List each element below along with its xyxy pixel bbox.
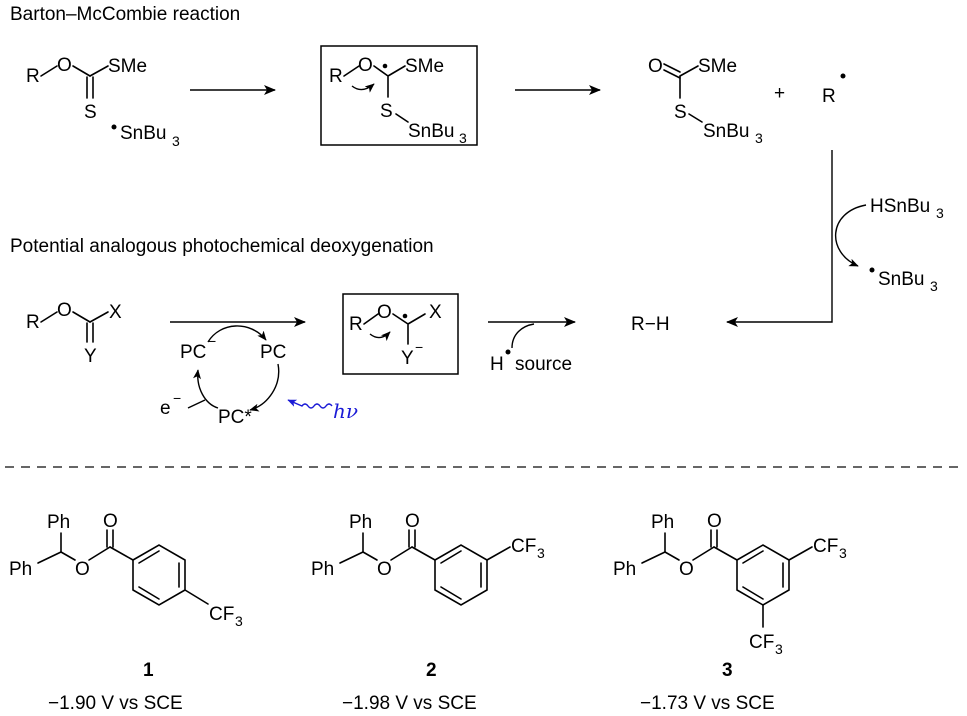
svg-text:S: S	[84, 102, 97, 123]
svg-text:SMe: SMe	[698, 56, 737, 77]
svg-text:SnBu: SnBu	[878, 269, 924, 290]
compound-3-potential: −1.73 V vs SCE	[640, 693, 775, 714]
svg-text:S: S	[380, 101, 393, 122]
svg-text:SMe: SMe	[405, 56, 444, 77]
svg-text:R: R	[822, 86, 836, 107]
light-label: hν	[333, 399, 358, 423]
svg-text:O: O	[707, 511, 722, 532]
svg-text:X: X	[109, 302, 122, 323]
svg-text:3: 3	[172, 133, 180, 149]
h-source-label: H source	[490, 349, 572, 375]
tin-radical-2: SnBu 3	[869, 267, 938, 294]
svg-text:O: O	[679, 559, 694, 580]
svg-text:CF: CF	[749, 632, 774, 653]
svg-text:3: 3	[930, 278, 938, 294]
svg-text:SnBu: SnBu	[120, 123, 166, 144]
svg-text:H: H	[490, 354, 504, 375]
svg-text:X: X	[429, 302, 442, 323]
svg-text:3: 3	[775, 641, 783, 657]
svg-text:e: e	[160, 398, 171, 419]
svg-text:−: −	[173, 390, 181, 406]
compound-2-number: 2	[426, 660, 437, 681]
svg-text:CF: CF	[511, 536, 536, 557]
svg-text:Ph: Ph	[651, 512, 674, 533]
svg-text:CF: CF	[813, 536, 838, 557]
svg-text:3: 3	[839, 545, 847, 561]
radical-anion-intermediate: R O X Y −	[342, 293, 459, 375]
svg-text:R: R	[26, 66, 40, 87]
svg-text:R: R	[329, 66, 343, 87]
svg-text:Y: Y	[401, 348, 414, 369]
svg-text:Ph: Ph	[613, 559, 636, 580]
compound-3-number: 3	[722, 660, 733, 681]
svg-text:O: O	[57, 55, 72, 76]
svg-text:PC*: PC*	[218, 407, 252, 428]
compound-1-number: 1	[143, 660, 154, 681]
photo-heading: Potential analogous photochemical deoxyg…	[10, 236, 434, 257]
svg-text:3: 3	[755, 130, 763, 146]
plus-sign: +	[774, 83, 785, 104]
svg-text:CF: CF	[209, 604, 234, 625]
alkyl-radical: R	[822, 73, 846, 107]
svg-text:O: O	[103, 511, 118, 532]
svg-text:−: −	[415, 339, 423, 355]
svg-text:O: O	[405, 511, 420, 532]
compound-1-potential: −1.90 V vs SCE	[48, 693, 183, 714]
svg-text:R: R	[349, 314, 363, 335]
svg-text:O: O	[377, 302, 392, 323]
svg-text:3: 3	[537, 545, 545, 561]
svg-text:HSnBu: HSnBu	[870, 196, 930, 217]
svg-text:PC: PC	[260, 342, 286, 363]
svg-text:O: O	[57, 300, 72, 321]
svg-text:O: O	[75, 559, 90, 580]
arrow-3	[726, 150, 833, 327]
svg-text:PC: PC	[180, 342, 206, 363]
xanthate-structure: R O SMe S	[26, 55, 147, 123]
svg-text:Y: Y	[84, 346, 97, 367]
svg-text:R: R	[26, 312, 40, 333]
svg-text:O: O	[377, 559, 392, 580]
svg-text:3: 3	[459, 130, 467, 146]
svg-text:Ph: Ph	[47, 512, 70, 533]
svg-text:Ph: Ph	[349, 512, 372, 533]
tin-hydride-reagent: HSnBu 3	[870, 196, 944, 221]
svg-text:O: O	[648, 56, 663, 77]
thiocarbonate-product: O SMe S SnBu 3	[648, 56, 763, 146]
tin-curved-arrow	[834, 204, 867, 267]
generic-substrate: R O X Y	[26, 300, 122, 367]
svg-text:O: O	[358, 55, 373, 76]
svg-text:3: 3	[235, 613, 243, 629]
svg-text:S: S	[674, 102, 687, 123]
compound-2-potential: −1.98 V vs SCE	[342, 693, 477, 714]
svg-text:source: source	[515, 354, 572, 375]
svg-text:−: −	[208, 333, 216, 349]
svg-text:SnBu: SnBu	[408, 121, 454, 142]
svg-text:SMe: SMe	[108, 56, 147, 77]
compound-1-structure: Ph Ph O O CF 3	[9, 511, 243, 629]
barton-heading: Barton–McCombie reaction	[10, 4, 240, 25]
xanthate-adduct-intermediate: R O SMe S SnBu 3	[320, 45, 478, 146]
compound-2-structure: Ph Ph O O CF 3	[311, 511, 545, 606]
svg-text:SnBu: SnBu	[703, 121, 749, 142]
svg-text:Ph: Ph	[311, 559, 334, 580]
compound-3-structure: Ph Ph O O CF 3 CF 3	[613, 511, 847, 657]
svg-text:3: 3	[936, 205, 944, 221]
tin-radical-1: SnBu 3	[111, 123, 180, 149]
svg-text:Ph: Ph	[9, 559, 32, 580]
alkane-product: R−H	[631, 314, 670, 335]
photocatalytic-cycle: PC − PC PC* e − hν	[160, 325, 358, 428]
